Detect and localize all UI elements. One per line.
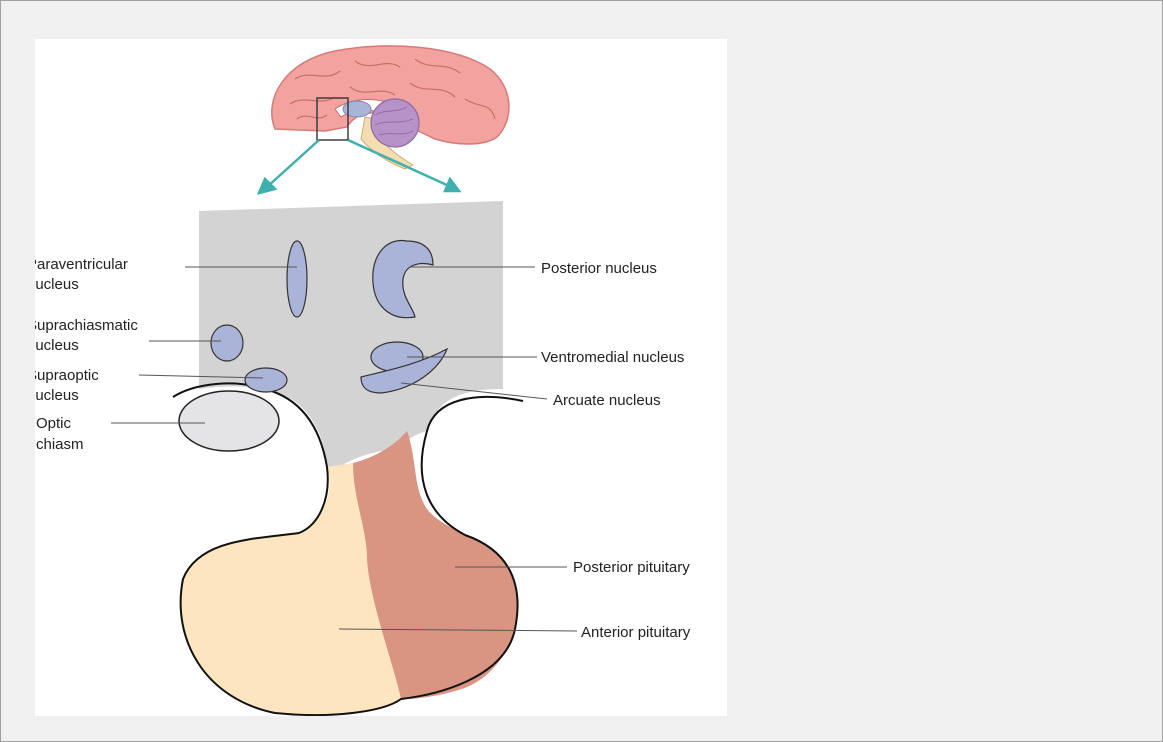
label-paraventricular-line2: nucleus [35,276,79,293]
label-optic-line1: Optic [36,415,72,432]
label-arcuate-nucleus: Arcuate nucleus [553,392,661,409]
hypothalamus-pituitary-diagram: Paraventricular nucleus Suprachiasmatic … [35,39,727,716]
suprachiasmatic-nucleus-shape [211,325,243,361]
supraoptic-nucleus-shape [245,368,287,392]
label-supraoptic-line1: Supraoptic [35,367,99,384]
label-ventromedial-nucleus: Ventromedial nucleus [541,349,684,366]
zoom-arrows [259,140,459,193]
label-anterior-pituitary: Anterior pituitary [581,624,691,641]
label-suprachiasmatic-line2: nucleus [35,337,79,354]
label-optic-line2: chiasm [36,436,84,453]
cerebellum-shape [371,99,419,147]
label-posterior-nucleus: Posterior nucleus [541,260,657,277]
label-suprachiasmatic-line1: Suprachiasmatic [35,317,138,334]
paraventricular-nucleus-shape [287,241,307,317]
label-posterior-pituitary: Posterior pituitary [573,559,690,576]
thalamus-shape [343,101,371,117]
diagram-panel: Paraventricular nucleus Suprachiasmatic … [35,39,727,716]
optic-chiasm-shape [179,391,279,451]
label-paraventricular-line1: Paraventricular [35,256,128,273]
label-supraoptic-line2: nucleus [35,387,79,404]
